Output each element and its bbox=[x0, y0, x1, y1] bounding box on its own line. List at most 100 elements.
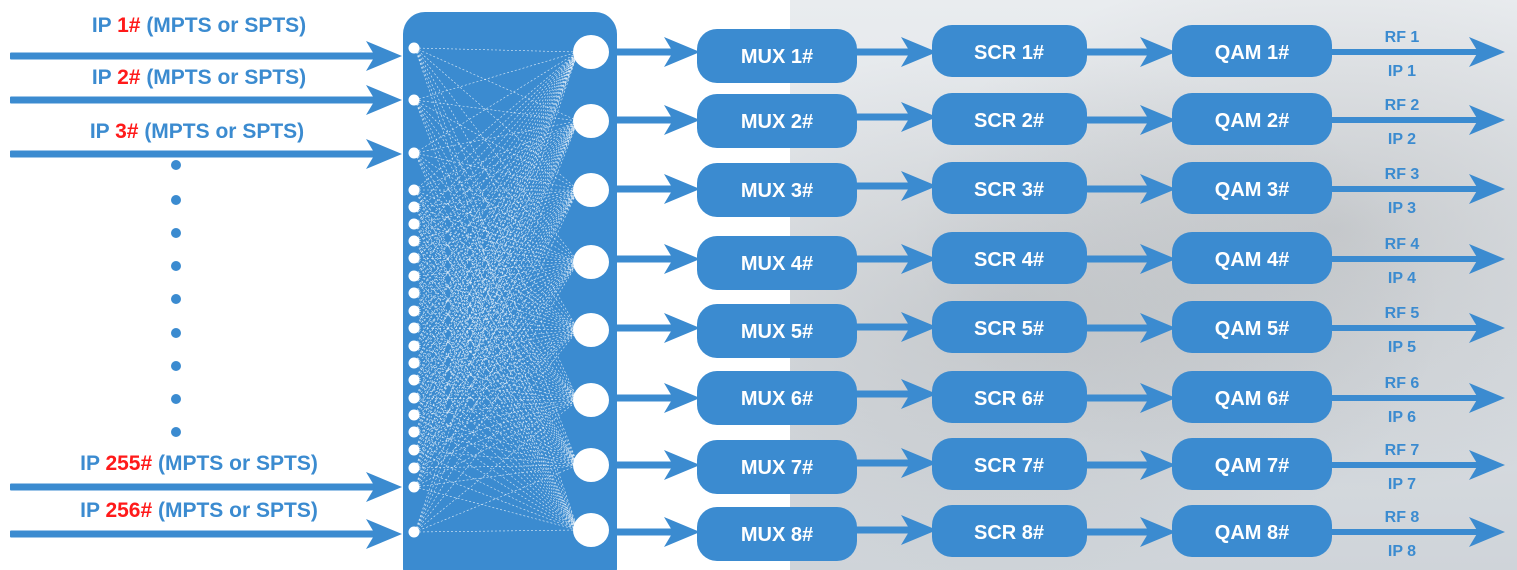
mux-to-scr-arrow-4-head bbox=[901, 244, 937, 274]
crossbar-link bbox=[414, 399, 579, 488]
crossbar-link bbox=[414, 189, 579, 329]
output-port-circle bbox=[573, 245, 609, 279]
mux-box bbox=[697, 163, 857, 217]
crossbar-link bbox=[414, 189, 579, 469]
input-port-dot bbox=[408, 409, 420, 421]
crossbar-link bbox=[414, 51, 579, 191]
mux-in-arrow-2-head bbox=[664, 105, 700, 135]
output-arrow-1-head bbox=[1469, 37, 1505, 67]
crossbar-link bbox=[414, 261, 579, 347]
input-port-dot bbox=[408, 481, 420, 493]
mux-to-scr-arrow-3-line bbox=[855, 182, 915, 190]
ellipsis-dot bbox=[171, 361, 181, 371]
scr-label: SCR 2# bbox=[974, 110, 1044, 132]
crossbar-link bbox=[414, 399, 579, 416]
crossbar-link bbox=[414, 51, 579, 488]
crossbar-link bbox=[414, 51, 579, 433]
crossbar-link bbox=[414, 529, 579, 533]
scr-to-qam-arrow-6-head bbox=[1140, 383, 1176, 413]
scr-label: SCR 1# bbox=[974, 42, 1044, 64]
input-label-suffix: (MPTS or SPTS) bbox=[140, 66, 306, 89]
scr-box bbox=[932, 232, 1087, 284]
input-arrow-2-line bbox=[10, 96, 380, 104]
qam-box bbox=[1172, 505, 1332, 557]
scr-to-qam-arrow-1-head bbox=[1140, 37, 1176, 67]
crossbar-link bbox=[414, 99, 579, 331]
output-port-circle bbox=[573, 448, 609, 482]
qam-label: QAM 2# bbox=[1215, 110, 1289, 132]
mux-in-arrow-5-head bbox=[664, 313, 700, 343]
input-label-suffix: (MPTS or SPTS) bbox=[152, 499, 318, 522]
scr-label: SCR 6# bbox=[974, 388, 1044, 410]
crossbar-link bbox=[414, 47, 579, 263]
crossbar-link bbox=[414, 120, 579, 259]
mux-to-scr-arrow-2-head bbox=[901, 102, 937, 132]
crossbar-link bbox=[414, 120, 579, 294]
mux-in-arrow-4-line bbox=[610, 255, 678, 263]
crossbar-link bbox=[414, 189, 579, 488]
crossbar-link bbox=[414, 47, 579, 466]
crossbar-link bbox=[414, 47, 579, 531]
output-arrow-3-line bbox=[1328, 186, 1483, 192]
input-label-prefix: IP bbox=[92, 14, 117, 37]
crossbar-link bbox=[414, 206, 579, 263]
mux-to-scr-arrow-8-line bbox=[855, 526, 915, 534]
crossbar-link bbox=[414, 223, 579, 531]
input-label-number: 3# bbox=[115, 120, 139, 143]
scr-label: SCR 7# bbox=[974, 455, 1044, 477]
crossbar-link bbox=[414, 292, 579, 401]
mux-label: MUX 1# bbox=[741, 46, 813, 68]
crossbar-link bbox=[414, 379, 579, 531]
input-label: IP 3# (MPTS or SPTS) bbox=[90, 120, 304, 143]
crossbar-link bbox=[414, 51, 579, 225]
crossbar-mesh bbox=[414, 47, 579, 533]
crossbar-link bbox=[414, 152, 579, 401]
crossbar-link bbox=[414, 51, 579, 381]
ip-output-label: IP 7 bbox=[1388, 476, 1416, 493]
input-arrow-1-head bbox=[366, 41, 402, 71]
crossbar-link bbox=[414, 206, 579, 466]
mux-in-arrow-4-head bbox=[664, 244, 700, 274]
crossbar-link bbox=[414, 261, 579, 329]
crossbar-link bbox=[414, 261, 579, 312]
crossbar-link bbox=[414, 152, 579, 466]
input-label: IP 255# (MPTS or SPTS) bbox=[80, 452, 318, 475]
crossbar-link bbox=[414, 310, 579, 466]
mux-to-scr-arrow-1-head bbox=[901, 37, 937, 67]
crossbar-link bbox=[414, 362, 579, 531]
crossbar-link bbox=[414, 99, 579, 191]
crossbar-link bbox=[414, 327, 579, 531]
scr-box bbox=[932, 505, 1087, 557]
scr-to-qam-arrow-2-head bbox=[1140, 105, 1176, 135]
crossbar-link bbox=[414, 189, 579, 533]
qam-box bbox=[1172, 438, 1332, 490]
scr-label: SCR 8# bbox=[974, 522, 1044, 544]
mux-to-scr-arrow-6-head bbox=[901, 379, 937, 409]
scr-box bbox=[932, 162, 1087, 214]
input-label-prefix: IP bbox=[92, 66, 117, 89]
input-label-number: 256# bbox=[105, 499, 152, 522]
output-arrow-2-line bbox=[1328, 117, 1483, 123]
ip-output-label: IP 3 bbox=[1388, 200, 1416, 217]
input-port-dot bbox=[408, 526, 420, 538]
mux-in-arrow-8-head bbox=[664, 517, 700, 547]
qam-box bbox=[1172, 232, 1332, 284]
mux-label: MUX 5# bbox=[741, 321, 813, 343]
crossbar-link bbox=[414, 120, 579, 533]
crossbar-link bbox=[414, 51, 579, 347]
scr-label: SCR 3# bbox=[974, 179, 1044, 201]
crossbar-link bbox=[414, 261, 579, 381]
qam-box bbox=[1172, 93, 1332, 145]
qam-label: QAM 7# bbox=[1215, 455, 1289, 477]
scr-box bbox=[932, 371, 1087, 423]
mux-label: MUX 2# bbox=[741, 111, 813, 133]
crossbar-link bbox=[414, 261, 579, 416]
crossbar-link bbox=[414, 275, 579, 331]
ip-output-label: IP 8 bbox=[1388, 543, 1416, 560]
crossbar-link bbox=[414, 120, 579, 364]
crossbar-link bbox=[414, 464, 579, 469]
background-photo bbox=[790, 0, 1517, 570]
crossbar-link bbox=[414, 362, 579, 466]
crossbar-link bbox=[414, 120, 579, 451]
crossbar-link bbox=[414, 399, 579, 451]
